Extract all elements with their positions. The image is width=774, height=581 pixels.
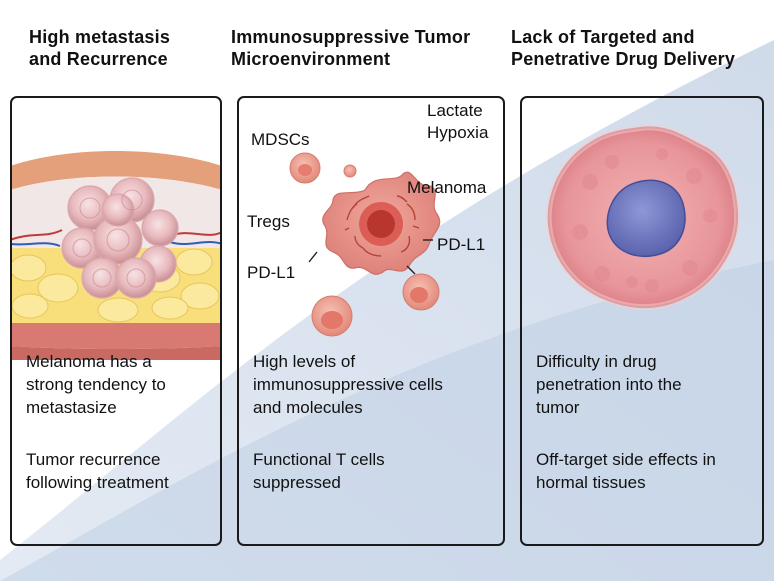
panel-drug-delivery-text1: Difficulty in drug penetration into the … — [536, 350, 682, 419]
text-line: penetration into the — [536, 375, 682, 394]
text-line: immunosuppressive cells — [253, 375, 443, 394]
microenvironment-illustration — [289, 152, 441, 337]
heading-metastasis-line1: High metastasis — [29, 27, 171, 47]
label-tregs: Tregs — [247, 212, 290, 231]
label-lactate: Lactate — [427, 101, 483, 120]
text-line: Tumor recurrence — [26, 450, 161, 469]
label-hypoxia: Hypoxia — [427, 123, 489, 142]
heading-drug-delivery-line2: Penetrative Drug Delivery — [511, 49, 736, 69]
text-line: suppressed — [253, 473, 341, 492]
heading-drug-delivery: Lack of Targeted and Penetrative Drug De… — [511, 26, 735, 70]
panel-microenvironment-text1: High levels of immunosuppressive cells a… — [253, 350, 443, 419]
heading-immunosuppressive-line2: Microenvironment — [231, 49, 391, 69]
label-pdl1-right: PD-L1 — [437, 235, 486, 254]
panel-microenvironment-text2: Functional T cells suppressed — [253, 448, 385, 494]
label-pdl1-left: PD-L1 — [247, 263, 296, 282]
text-line: and molecules — [253, 398, 363, 417]
panel-drug-delivery-text2: Off-target side effects in hormal tissue… — [536, 448, 716, 494]
panel-metastasis-text2: Tumor recurrence following treatment — [26, 448, 169, 494]
heading-immunosuppressive: Immunosuppressive Tumor Microenvironment — [231, 26, 470, 70]
panel-drug-delivery: Difficulty in drug penetration into the … — [520, 96, 764, 546]
text-line: following treatment — [26, 473, 169, 492]
text-line: Difficulty in drug — [536, 352, 657, 371]
heading-immunosuppressive-line1: Immunosuppressive Tumor — [231, 27, 471, 47]
skin-melanoma-illustration — [12, 151, 220, 360]
heading-drug-delivery-line1: Lack of Targeted and — [511, 27, 695, 47]
text-line: hormal tissues — [536, 473, 646, 492]
tumor-cell-illustration — [545, 124, 741, 311]
text-line: Off-target side effects in — [536, 450, 716, 469]
text-line: Melanoma has a — [26, 352, 152, 371]
heading-metastasis: High metastasis and Recurrence — [29, 26, 170, 70]
label-melanoma: Melanoma — [407, 178, 487, 197]
heading-metastasis-line2: and Recurrence — [29, 49, 168, 69]
panel-microenvironment: Lactate Hypoxia MDSCs Melanoma Tregs PD-… — [237, 96, 505, 546]
panel-metastasis-text1: Melanoma has a strong tendency to metast… — [26, 350, 166, 419]
panel-metastasis: Melanoma has a strong tendency to metast… — [10, 96, 222, 546]
text-line: tumor — [536, 398, 580, 417]
text-line: metastasize — [26, 398, 117, 417]
label-mdscs: MDSCs — [251, 130, 310, 149]
text-line: High levels of — [253, 352, 356, 371]
text-line: strong tendency to — [26, 375, 166, 394]
text-line: Functional T cells — [253, 450, 385, 469]
